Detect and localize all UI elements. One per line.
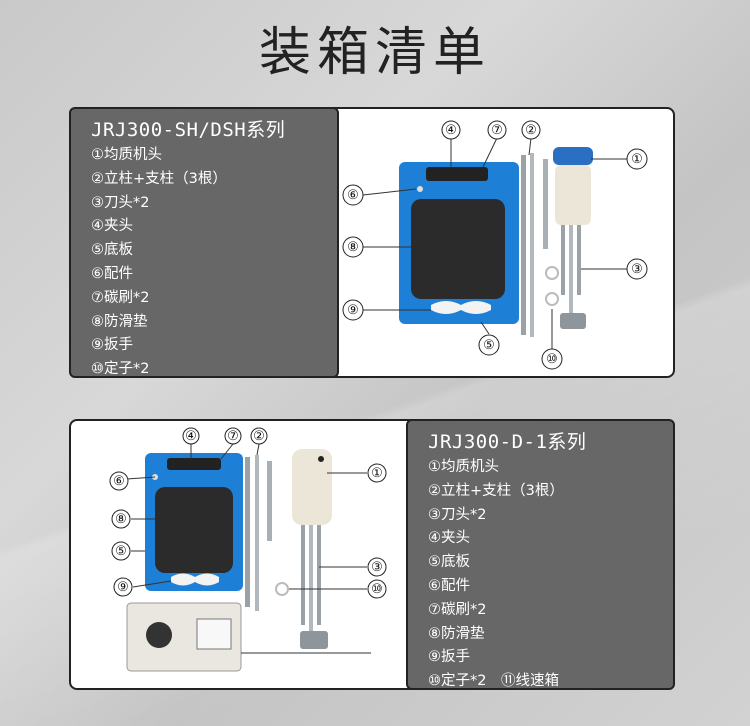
anti-slip-pad (411, 199, 505, 299)
callout-5: ⑤ (115, 544, 127, 559)
list-item: ⑨扳手 (428, 649, 470, 666)
shaft (569, 225, 573, 315)
stator-ring (545, 292, 559, 306)
clamp (426, 167, 488, 181)
blade-head (300, 631, 328, 649)
product-illustration-2: ④ ⑦ ② ① ③ ⑩ ⑥ ⑧ ⑤ ⑨ (109, 427, 387, 672)
item-list: ①均质机头 ②立柱+支柱（3根） ③刀头*2 ④夹头 ⑤底板 ⑥配件 ⑦碳刷*2… (91, 144, 337, 382)
list-item: ⑦碳刷*2 (91, 289, 150, 306)
callout-labels: ④ ⑦ ② ① ③ ⑩ ⑥ ⑧ ⑤ ⑨ (109, 427, 387, 599)
callout-4: ④ (445, 123, 457, 138)
list-item: ②立柱+支柱（3根） (428, 482, 564, 499)
callout-3: ③ (371, 560, 383, 575)
list-item: ⑩定子*2 (91, 361, 150, 378)
list-item: ③刀头*2 (428, 506, 487, 523)
list-item: ⑤底板 (428, 554, 470, 571)
callout-9: ⑨ (347, 303, 359, 318)
clamp (167, 458, 221, 470)
callout-3: ③ (631, 262, 643, 277)
wrench (431, 301, 491, 314)
wrench (171, 573, 219, 586)
list-item: ⑩定子*2 ⑪线速箱 (428, 673, 559, 690)
list-item: ⑧防滑垫 (91, 313, 148, 330)
speed-knob (146, 622, 172, 648)
item-list-d1: JRJ300-D-1系列 ①均质机头 ②立柱+支柱（3根） ③刀头*2 ④夹头 … (406, 419, 675, 690)
callout-1: ① (371, 466, 383, 481)
list-item: ⑤底板 (91, 242, 133, 259)
list-item: ②立柱+支柱（3根） (91, 170, 227, 187)
shaft (577, 225, 581, 295)
list-item: ⑨扳手 (91, 337, 133, 354)
motor-switch (318, 456, 324, 462)
rod (267, 461, 272, 541)
list-item: ⑦碳刷*2 (428, 601, 487, 618)
callout-6: ⑥ (113, 474, 125, 489)
list-item: ⑥配件 (428, 577, 470, 594)
item-list-sh-dsh: JRJ300-SH/DSH系列 ①均质机头 ②立柱+支柱（3根） ③刀头*2 ④… (69, 107, 339, 378)
list-item: ③刀头*2 (91, 194, 150, 211)
rod (255, 455, 259, 611)
page-title: 装箱清单 (258, 23, 491, 83)
list-item: ⑥配件 (91, 265, 133, 282)
anti-slip-pad (155, 487, 233, 573)
callout-7: ⑦ (491, 123, 503, 138)
callout-8: ⑧ (115, 512, 127, 527)
homogenizer-body (292, 449, 332, 525)
blade-head (560, 313, 586, 329)
accessory (417, 186, 423, 192)
stator-ring (545, 266, 559, 280)
product-illustration-1: ④ ⑦ ② ① ③ ⑥ ⑧ ⑨ ⑤ ⑩ (342, 120, 648, 370)
list-item: ⑧防滑垫 (428, 625, 485, 642)
shaft (301, 525, 305, 625)
rod (245, 457, 250, 607)
rod (521, 155, 526, 335)
callout-10: ⑩ (371, 582, 383, 597)
callout-4: ④ (185, 429, 197, 444)
list-item: ④夹头 (91, 218, 133, 235)
item-list: ①均质机头 ②立柱+支柱（3根） ③刀头*2 ④夹头 ⑤底板 ⑥配件 ⑦碳刷*2… (428, 456, 673, 694)
callout-10: ⑩ (546, 352, 558, 367)
rod (530, 153, 534, 337)
shaft (317, 525, 321, 625)
shaft (561, 225, 565, 295)
series-title: JRJ300-SH/DSH系列 (91, 119, 286, 141)
list-item: ①均质机头 (91, 147, 162, 163)
homogenizer-body (555, 165, 591, 225)
motor-cap (553, 147, 593, 165)
shaft (309, 525, 313, 645)
series-title: JRJ300-D-1系列 (428, 431, 587, 453)
rod (543, 159, 548, 249)
callout-6: ⑥ (347, 188, 359, 203)
callout-2: ② (525, 123, 537, 138)
meter-dial (196, 618, 232, 650)
list-item: ④夹头 (428, 530, 470, 547)
callout-2: ② (253, 429, 265, 444)
callout-5: ⑤ (483, 338, 495, 353)
callout-7: ⑦ (227, 429, 239, 444)
callout-8: ⑧ (347, 240, 359, 255)
stator-ring (275, 582, 289, 596)
callout-labels: ④ ⑦ ② ① ③ ⑥ ⑧ ⑨ ⑤ ⑩ (342, 120, 648, 370)
callout-1: ① (631, 152, 643, 167)
list-item: ①均质机头 (428, 459, 499, 475)
callout-9: ⑨ (117, 580, 129, 595)
